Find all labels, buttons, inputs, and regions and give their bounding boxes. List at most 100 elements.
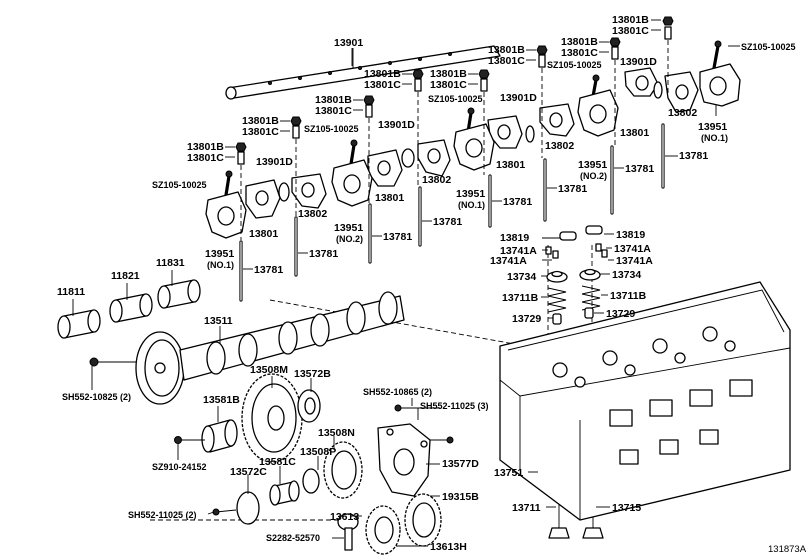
label-13508p: 13508P [300, 446, 336, 458]
label-13801b: 13801B [187, 141, 224, 153]
label-sz105: SZ105-10025 [741, 42, 796, 52]
label-13751: 13751 [494, 467, 523, 479]
label-13729: 13729 [512, 313, 541, 325]
label-sh552-10825: SH552-10825 (2) [62, 392, 131, 402]
label-13951: 13951 [456, 188, 485, 200]
adjusting-nuts [235, 16, 674, 165]
cam-bushings [57, 279, 201, 339]
rocker-shaft [225, 45, 501, 100]
label-sz910: SZ910-24152 [152, 462, 207, 472]
label-13802: 13802 [298, 208, 327, 220]
shaft-13613 [337, 513, 359, 551]
figure-id: 131873A [768, 544, 807, 555]
label-13801c: 13801C [561, 47, 598, 59]
label-13572b: 13572B [294, 368, 331, 380]
valve-seals [552, 307, 594, 325]
label-13819: 13819 [500, 232, 529, 244]
label-sh552-10865: SH552-10865 (2) [363, 387, 432, 397]
label-13801c: 13801C [242, 126, 279, 138]
label-13577d: 13577D [442, 458, 479, 470]
label-no1: (NO.1) [701, 133, 728, 143]
label-13734: 13734 [612, 269, 641, 281]
gear-13508n [323, 441, 363, 499]
sz105-screws [224, 40, 722, 197]
camshaft [89, 291, 405, 405]
label-19315b: 19315B [442, 491, 479, 503]
label-13901d: 13901D [378, 119, 415, 131]
label-sz105: SZ105-10025 [428, 94, 483, 104]
label-13802: 13802 [668, 107, 697, 119]
leader-lines [72, 19, 740, 547]
label-13801c: 13801C [364, 79, 401, 91]
label-13901: 13901 [334, 37, 363, 49]
ring-13508p [302, 468, 320, 494]
label-sh552-11025-2: SH552-11025 (2) [128, 510, 197, 520]
label-13802: 13802 [545, 140, 574, 152]
label-13951: 13951 [205, 248, 234, 260]
valve-keepers [559, 225, 603, 241]
label-13572c: 13572C [230, 466, 267, 478]
label-13801: 13801 [375, 192, 404, 204]
label-13801: 13801 [496, 159, 525, 171]
label-13741a: 13741A [614, 243, 651, 255]
label-sz105: SZ105-10025 [304, 124, 359, 134]
label-13729: 13729 [606, 308, 635, 320]
small-gear-13581b [174, 419, 238, 453]
label-13951: 13951 [578, 159, 607, 171]
valve-locks [545, 243, 608, 259]
hub-13581c [269, 480, 300, 506]
label-sh552-11025-3: SH552-11025 (3) [420, 401, 489, 411]
label-13801b: 13801B [488, 44, 525, 56]
label-s2282: S2282-52570 [266, 533, 320, 543]
label-13801c: 13801C [488, 55, 525, 67]
label-13801c: 13801C [430, 79, 467, 91]
label-13741a: 13741A [616, 255, 653, 267]
push-rods [239, 123, 665, 302]
label-sz105: SZ105-10025 [152, 180, 207, 190]
label-no1: (NO.1) [458, 200, 485, 210]
gear-13613h [365, 505, 401, 555]
label-13613: 13613 [330, 511, 359, 523]
label-13781: 13781 [433, 216, 462, 228]
label-13781: 13781 [558, 183, 587, 195]
label-13711b: 13711B [610, 290, 647, 302]
label-13801: 13801 [620, 127, 649, 139]
label-13801: 13801 [249, 228, 278, 240]
label-13781: 13781 [625, 163, 654, 175]
idle-gear-13508m [241, 373, 303, 463]
label-13781: 13781 [679, 150, 708, 162]
label-13511: 13511 [204, 315, 233, 327]
drive-gear-19315b [404, 493, 442, 547]
label-11821: 11821 [111, 270, 140, 282]
label-11831: 11831 [156, 257, 185, 269]
label-13581c: 13581C [259, 456, 296, 468]
label-11811: 11811 [57, 286, 85, 298]
valve-retainers [546, 268, 601, 283]
label-no2: (NO.2) [580, 171, 607, 181]
label-13801b: 13801B [430, 68, 467, 80]
label-13801b: 13801B [315, 94, 352, 106]
label-13711b: 13711B [502, 292, 539, 304]
valve-springs [547, 285, 601, 313]
label-13901d: 13901D [620, 56, 657, 68]
label-13613h: 13613H [430, 541, 467, 553]
label-13781: 13781 [503, 196, 532, 208]
part-labels: 13901 13801B 13801C 13801B 13801C 13801B… [57, 14, 807, 555]
label-13801b: 13801B [364, 68, 401, 80]
label-13734: 13734 [507, 271, 536, 283]
label-13741a: 13741A [490, 255, 527, 267]
label-13901d: 13901D [256, 156, 293, 168]
label-13951: 13951 [334, 222, 363, 234]
cylinder-head [499, 281, 791, 521]
label-13801b: 13801B [242, 115, 279, 127]
label-13801c: 13801C [612, 25, 649, 37]
label-13819: 13819 [616, 229, 645, 241]
label-13801b: 13801B [612, 14, 649, 26]
label-13802: 13802 [422, 174, 451, 186]
label-13711: 13711 [512, 502, 541, 514]
plate-13572b [297, 389, 321, 423]
label-13715: 13715 [612, 502, 641, 514]
label-13581b: 13581B [203, 394, 240, 406]
label-13901d: 13901D [500, 92, 537, 104]
